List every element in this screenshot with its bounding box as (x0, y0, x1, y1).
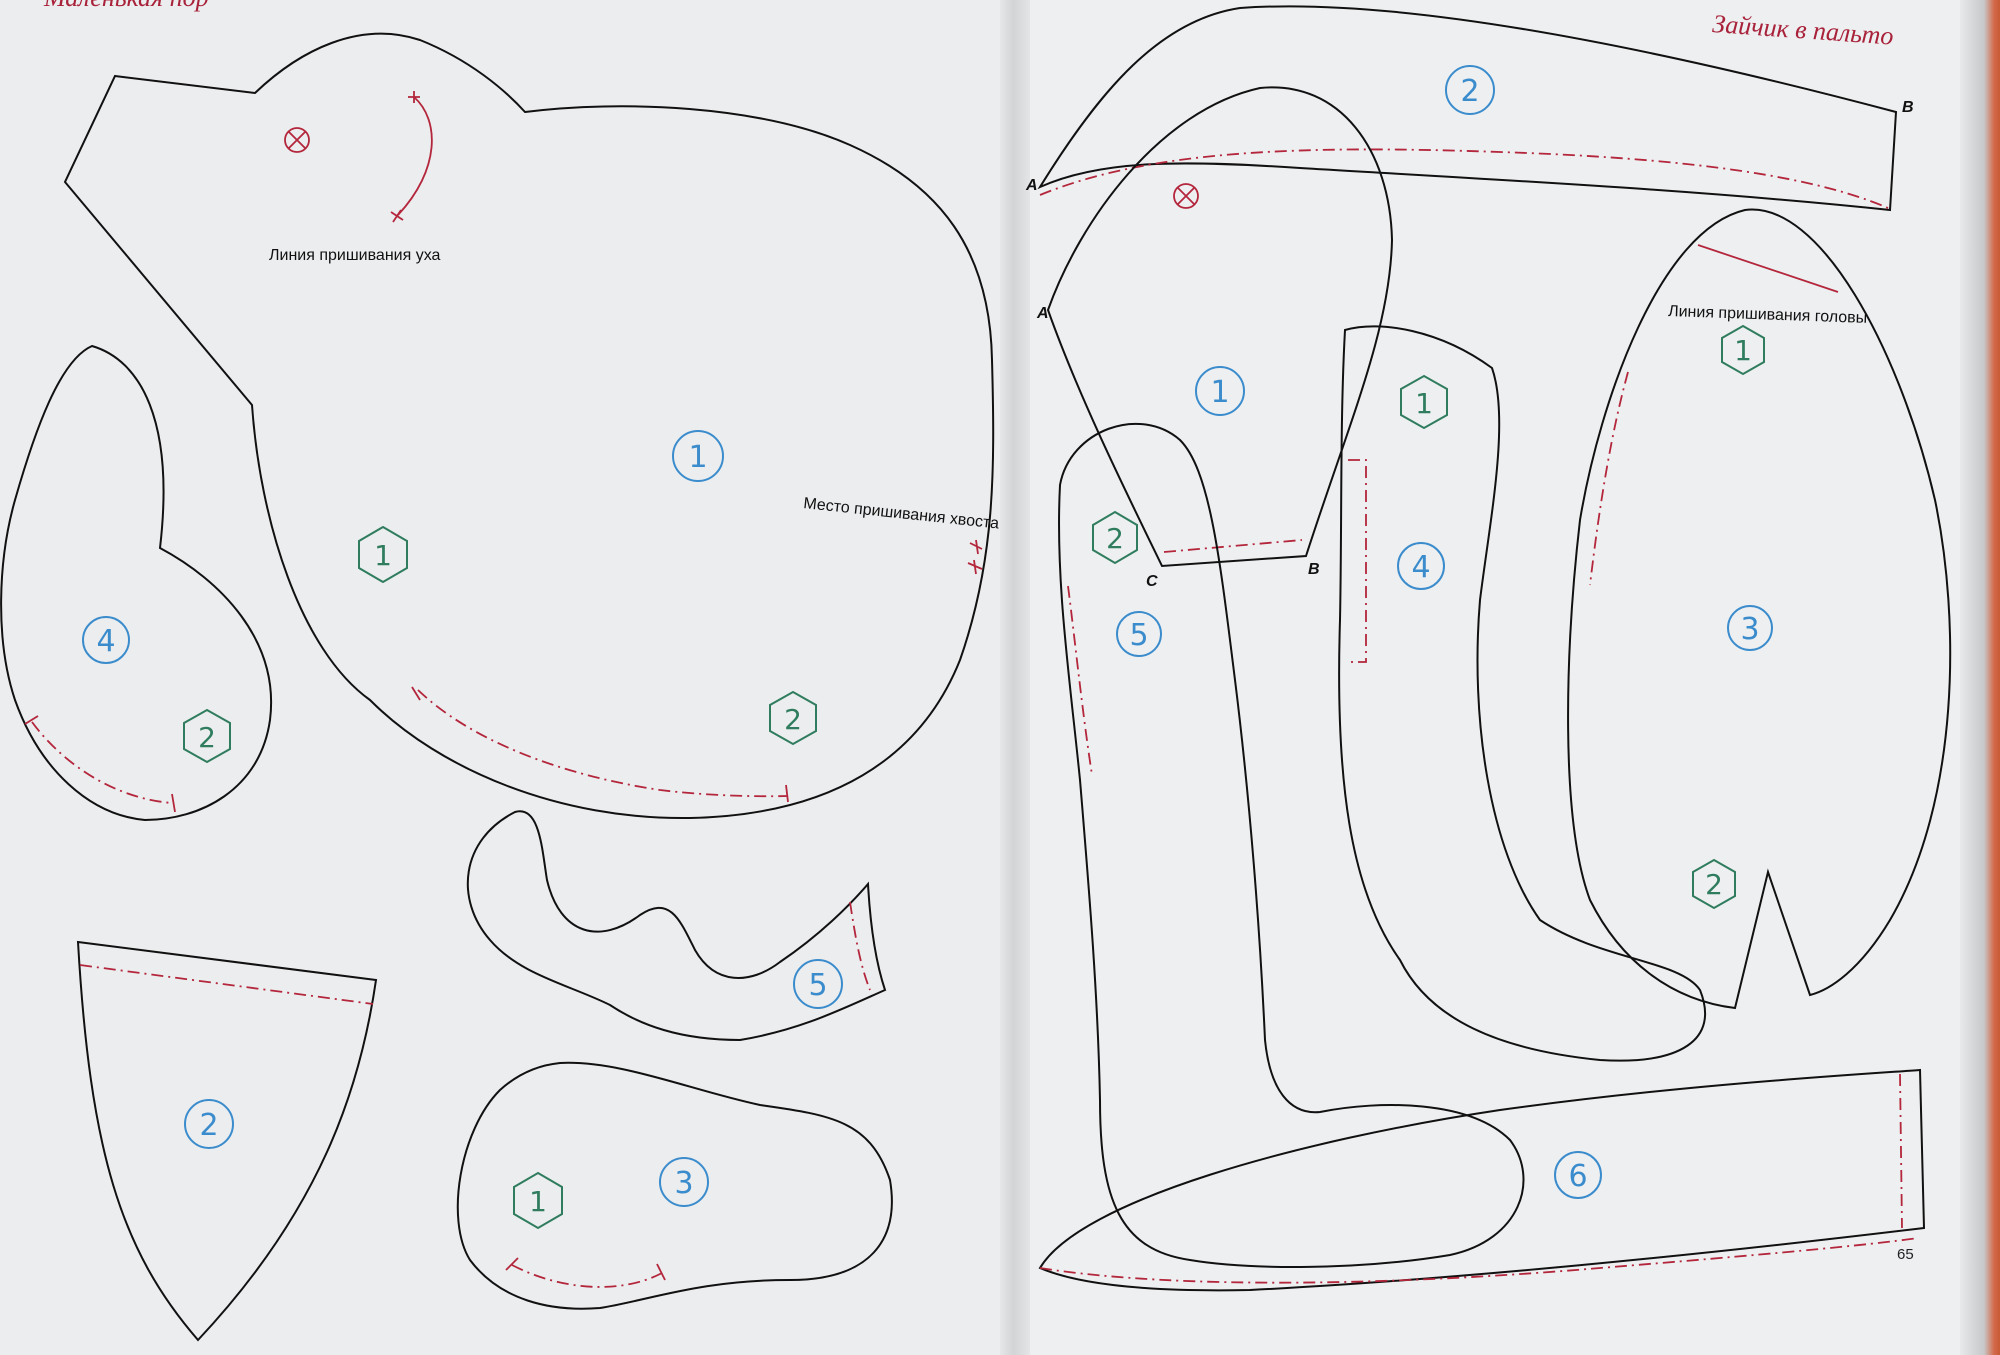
piece-number-hexagon: 2 (1692, 858, 1736, 910)
piece-number-circle: 3 (659, 1157, 709, 1207)
ear-line-marks (390, 91, 420, 223)
point-label: A (1036, 305, 1049, 322)
svg-text:1: 1 (1734, 334, 1752, 367)
collar-piece-outline (1037, 5, 1898, 212)
body-seam (417, 689, 789, 798)
sole-seam (511, 1264, 663, 1288)
piece-number-circle: 2 (184, 1099, 234, 1149)
belt-seam (1039, 1237, 1919, 1284)
ear-seam (31, 721, 173, 804)
ear-sewing-line (397, 96, 433, 216)
piece-number-hexagon: 1 (513, 1171, 563, 1230)
page-number: 65 (1897, 1246, 1914, 1263)
belt-end-seam (1899, 1073, 1903, 1229)
tail-place-label: Место пришивания хвоста (803, 495, 1000, 532)
head-line-label: Линия пришивания головы (1668, 303, 1868, 327)
back-seam (1589, 371, 1629, 586)
ear-piece-outline (0, 344, 273, 822)
svg-text:6: 6 (1568, 1159, 1587, 1194)
svg-text:2: 2 (1705, 868, 1723, 901)
svg-text:1: 1 (374, 539, 392, 572)
svg-text:3: 3 (1740, 612, 1759, 647)
coat-piece-outline (1046, 86, 1394, 568)
ear-line-label: Линия пришивания уха (269, 247, 441, 264)
ear-seam-mark (171, 793, 176, 813)
sole-seam-mark (656, 1263, 666, 1281)
piece-number-circle: 3 (1727, 605, 1773, 651)
tail-seam (849, 901, 871, 991)
right-page (1015, 0, 2000, 1355)
piece-number-hexagon: 1 (358, 525, 408, 584)
piece-number-circle: 6 (1554, 1151, 1602, 1199)
left-header: Маленькая пор (43, 0, 209, 12)
piece-number-hexagon: 1 (1721, 324, 1765, 376)
svg-text:3: 3 (674, 1166, 693, 1201)
center-mark-icon (284, 127, 310, 153)
svg-text:1: 1 (529, 1185, 547, 1218)
sleeve-seam (1067, 585, 1093, 776)
gusset-seam (79, 964, 374, 1005)
page-edge (1960, 0, 2000, 1355)
svg-text:4: 4 (96, 624, 115, 659)
svg-text:4: 4 (1411, 550, 1430, 585)
gusset-piece-outline (76, 940, 378, 1342)
svg-text:5: 5 (1129, 618, 1148, 653)
svg-text:2: 2 (784, 703, 802, 736)
ear-right-seam (1348, 459, 1367, 663)
sleeve-piece-outline (1058, 422, 1525, 1268)
left-page (0, 0, 1015, 1355)
body-seam-mark (411, 686, 421, 701)
svg-text:1: 1 (1415, 387, 1433, 420)
ear-piece-right-outline (1338, 325, 1706, 1062)
piece-number-circle: 1 (672, 430, 724, 482)
piece-number-circle: 5 (1116, 611, 1162, 657)
piece-number-hexagon: 2 (1092, 510, 1138, 565)
collar-seam (1039, 148, 1889, 209)
coat-seam (1163, 539, 1303, 553)
piece-number-hexagon: 1 (1400, 374, 1448, 430)
piece-number-hexagon: 2 (183, 708, 231, 764)
point-label: A (1025, 177, 1038, 194)
point-label: B (1902, 99, 1914, 116)
svg-text:1: 1 (688, 440, 707, 475)
sole-piece-outline (456, 1061, 893, 1310)
body-seam-mark (785, 784, 789, 803)
piece-number-hexagon: 2 (769, 690, 817, 746)
svg-text:2: 2 (198, 721, 216, 754)
right-header: Зайчик в пальто (1712, 9, 1895, 51)
piece-number-circle: 2 (1445, 65, 1495, 115)
point-label: C (1146, 573, 1158, 590)
point-label: B (1308, 561, 1320, 578)
piece-number-circle: 1 (1195, 366, 1245, 416)
center-mark-icon (1173, 183, 1199, 209)
back-piece-outline (1567, 208, 1952, 1010)
svg-text:2: 2 (199, 1108, 218, 1143)
ear-seam-mark (24, 715, 39, 725)
book-spine (1000, 0, 1030, 1355)
belt-piece-outline (1038, 1068, 1926, 1292)
svg-text:2: 2 (1460, 74, 1479, 109)
sole-seam-mark (505, 1257, 519, 1271)
tail-marks (967, 539, 983, 575)
svg-text:2: 2 (1106, 522, 1124, 555)
body-piece-outline (63, 32, 995, 820)
svg-text:5: 5 (808, 968, 827, 1003)
piece-number-circle: 5 (793, 959, 843, 1009)
head-sewing-line (1697, 244, 1839, 293)
piece-number-circle: 4 (1397, 542, 1445, 590)
tail-piece-outline (466, 810, 887, 1042)
piece-number-circle: 4 (82, 616, 130, 664)
svg-text:1: 1 (1210, 375, 1229, 410)
